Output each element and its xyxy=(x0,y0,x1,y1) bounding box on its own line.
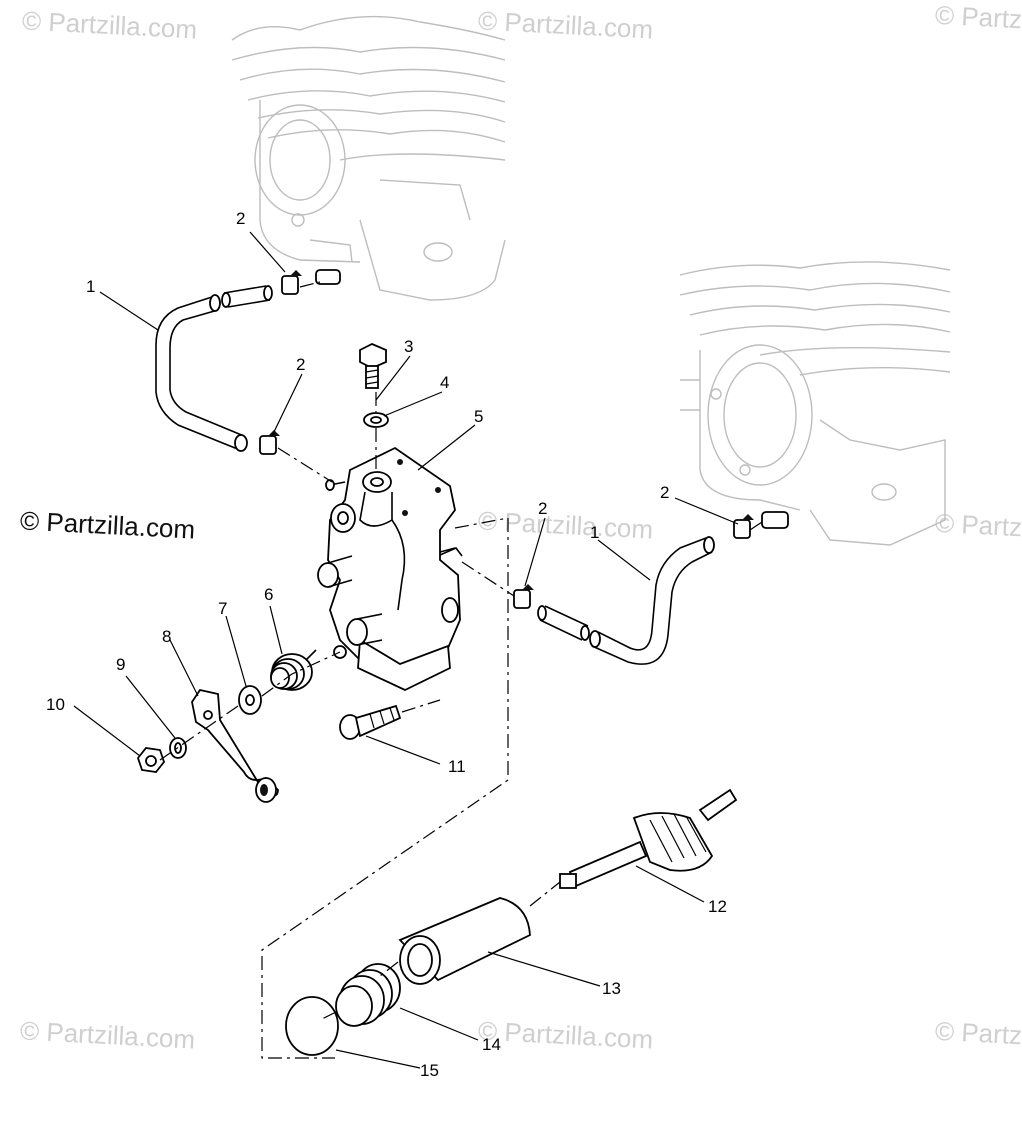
callout-leader-lines xyxy=(73,231,739,1069)
engine-cylinder-ghost-right xyxy=(679,261,951,546)
hose-clamp-left xyxy=(259,430,280,455)
o-ring xyxy=(285,996,339,1056)
callout-14: 14 xyxy=(482,1035,501,1054)
callout-labels: 1 1 2 2 2 2 3 4 5 6 7 8 9 10 11 12 13 14… xyxy=(46,209,727,1080)
callout-5: 5 xyxy=(474,407,483,426)
coil-spring xyxy=(335,963,401,1027)
retaining-clip xyxy=(169,737,187,759)
banjo-bolt xyxy=(359,343,387,389)
callout-8: 8 xyxy=(162,627,171,646)
callout-2-mid: 2 xyxy=(538,499,547,518)
oil-hose-right xyxy=(537,536,715,665)
return-spring xyxy=(270,649,317,691)
assembly-guide-lines xyxy=(159,281,763,1059)
callout-15: 15 xyxy=(420,1061,439,1080)
hose-clamp-top xyxy=(281,270,302,295)
callout-1-right: 1 xyxy=(590,523,599,542)
callout-1-left: 1 xyxy=(86,277,95,296)
callout-7: 7 xyxy=(218,599,227,618)
callout-12: 12 xyxy=(708,897,727,916)
hose-clamp-mid xyxy=(513,584,534,609)
shaft-sleeve xyxy=(398,897,531,985)
mounting-screw xyxy=(339,704,402,740)
engine-cylinder-ghost-left xyxy=(231,15,506,301)
callout-2-top: 2 xyxy=(236,209,245,228)
lock-nut xyxy=(136,747,166,773)
callout-9: 9 xyxy=(116,655,125,674)
callout-2-right: 2 xyxy=(660,483,669,502)
sealing-washer xyxy=(363,412,389,428)
callout-4: 4 xyxy=(440,373,449,392)
flat-washer xyxy=(238,685,262,715)
callout-13: 13 xyxy=(602,979,621,998)
oil-hose-left xyxy=(155,285,273,452)
pump-lever-arm xyxy=(191,688,279,803)
callout-11: 11 xyxy=(448,757,466,776)
callout-10: 10 xyxy=(46,695,65,714)
pump-drive-shaft xyxy=(559,788,738,889)
callout-2-left: 2 xyxy=(296,355,305,374)
fitting-top xyxy=(315,269,341,285)
callout-3: 3 xyxy=(404,337,413,356)
oil-pump-body xyxy=(317,446,463,691)
hose-clamp-right xyxy=(733,514,754,539)
callout-6: 6 xyxy=(264,585,273,604)
fitting-right xyxy=(761,511,789,529)
